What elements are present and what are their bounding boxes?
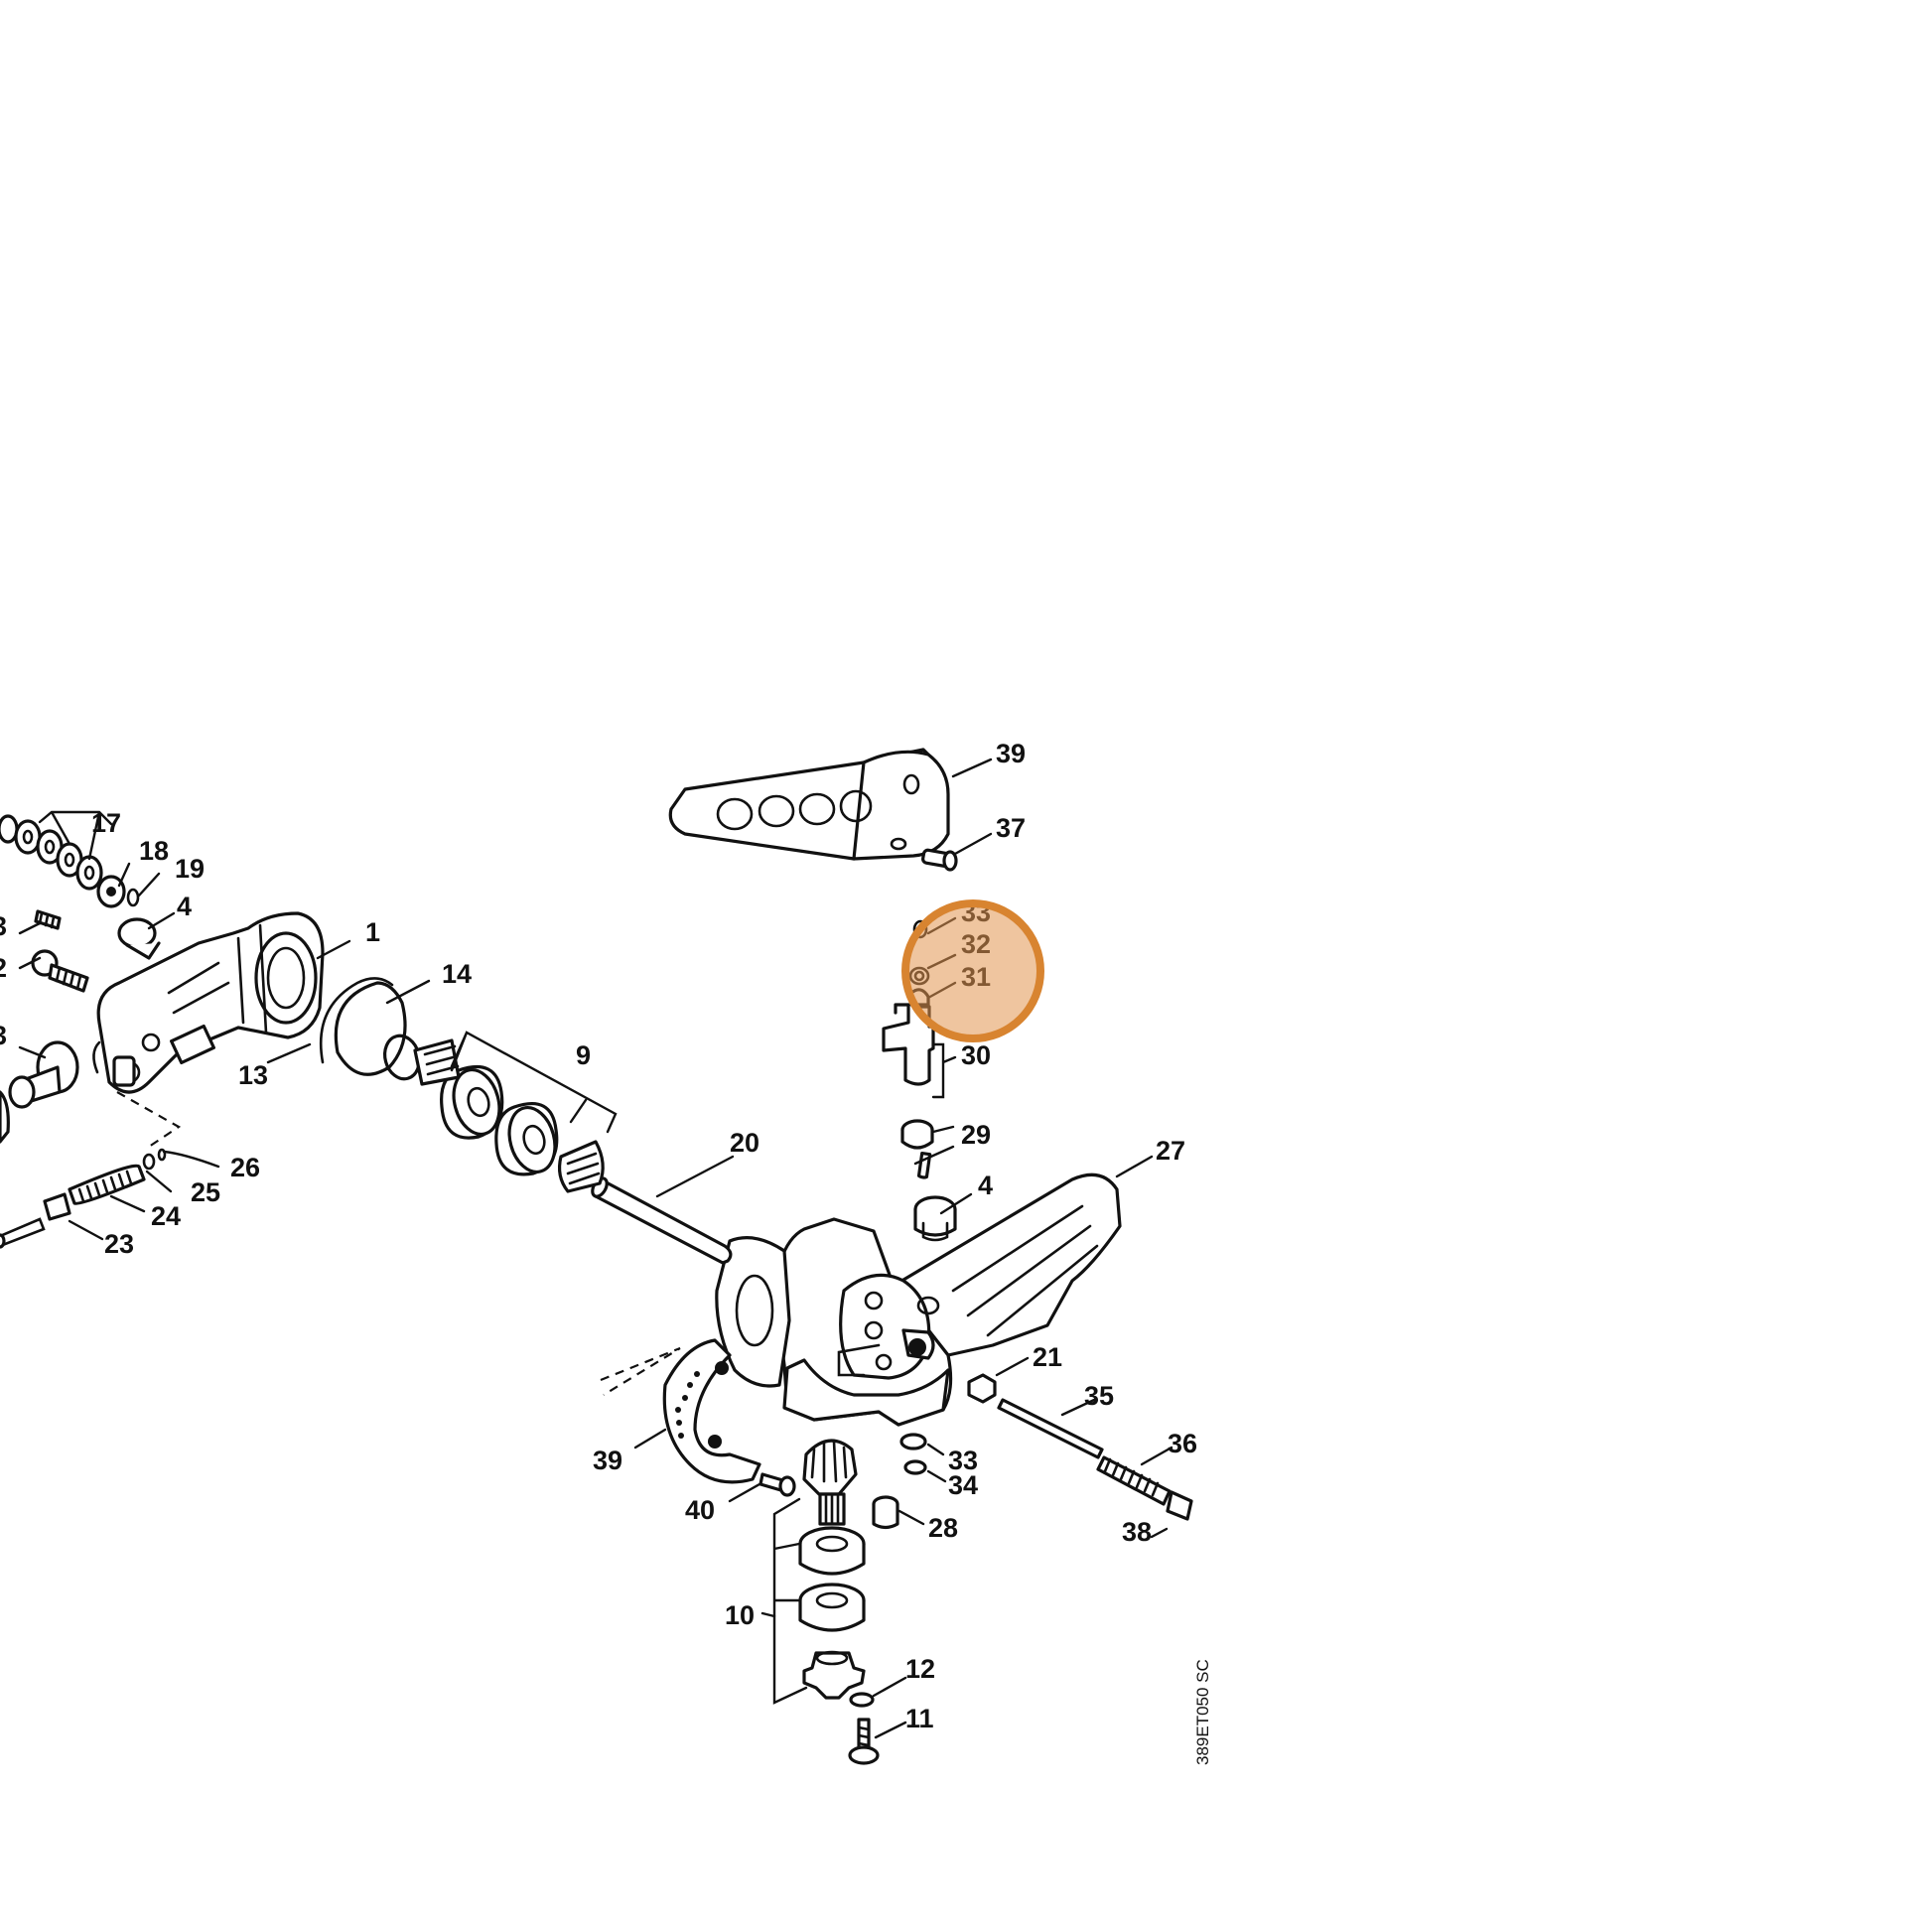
label-33-bottom: 33 — [948, 1446, 978, 1475]
label-10: 10 — [725, 1600, 755, 1630]
label-36: 36 — [1168, 1429, 1197, 1458]
gear-left-part[interactable] — [0, 1040, 79, 1144]
shaft-part[interactable] — [590, 1175, 733, 1265]
pinion-part[interactable] — [380, 1032, 461, 1086]
label-40: 39 — [996, 739, 1026, 768]
label-27: 27 — [1156, 1136, 1185, 1166]
screw-11-part[interactable] — [848, 1718, 880, 1765]
drawing-code: 389ET050 SC — [1193, 1659, 1212, 1765]
washer-34-part[interactable] — [903, 1459, 927, 1475]
label-12: 12 — [905, 1654, 935, 1684]
label-29: 29 — [961, 1120, 991, 1150]
bottom-bevel-gear-part[interactable] — [802, 1439, 858, 1526]
plug-37-part[interactable] — [1166, 1490, 1193, 1521]
leader-lines — [18, 758, 1173, 1739]
screw-left-part[interactable] — [31, 949, 89, 993]
label-4-left: 4 — [177, 892, 192, 921]
label-11: 11 — [905, 1704, 934, 1733]
part-labels: 17 18 19 4 3 2 3 1 14 13 9 20 26 25 24 2… — [0, 739, 1212, 1765]
washer-12-part[interactable] — [849, 1692, 875, 1708]
pin-35-part[interactable] — [997, 1398, 1104, 1459]
label-28: 28 — [928, 1513, 958, 1543]
segment-plate-part[interactable] — [662, 1338, 761, 1484]
plug-left-part[interactable] — [117, 917, 161, 960]
shaft-group[interactable] — [882, 919, 935, 1179]
snap-ring-part[interactable] — [334, 981, 407, 1076]
label-14: 14 — [442, 959, 472, 989]
label-9: 9 — [576, 1040, 591, 1070]
nut-21-part[interactable] — [967, 1373, 997, 1404]
washer-33-part[interactable] — [899, 1433, 927, 1450]
dashed-reference-line — [116, 1091, 182, 1148]
spring-36-part[interactable] — [1096, 1455, 1172, 1506]
snap-ring-edge — [319, 977, 394, 1064]
label-3-mid: 3 — [0, 1021, 7, 1050]
washer-stack-part[interactable] — [0, 814, 140, 908]
label-37: 38 — [1122, 1517, 1152, 1547]
label-4-right: 4 — [978, 1171, 993, 1200]
label-23: 23 — [104, 1229, 134, 1259]
label-17: 17 — [91, 808, 121, 838]
label-1: 1 — [365, 917, 380, 947]
label-3-top: 3 — [0, 911, 7, 941]
label-35: 35 — [1084, 1381, 1114, 1411]
label-20: 20 — [730, 1128, 759, 1158]
bearing-set-part[interactable] — [440, 1064, 605, 1193]
screw-small-part[interactable] — [34, 909, 62, 930]
dashed-reference-line-2 — [600, 1346, 681, 1396]
label-24: 24 — [151, 1201, 181, 1231]
clamp-housing-part[interactable] — [92, 911, 325, 1094]
label-38: 39 — [593, 1446, 622, 1475]
label-39-top: 37 — [996, 813, 1026, 843]
bottom-bearing-set-part[interactable] — [798, 1526, 866, 1632]
sleeve-28-part[interactable] — [872, 1495, 899, 1530]
label-26: 26 — [230, 1153, 260, 1182]
label-19: 19 — [175, 854, 205, 884]
plug-part[interactable] — [913, 1195, 957, 1242]
label-13: 13 — [238, 1060, 268, 1090]
highlight-marker — [901, 899, 1044, 1042]
label-21: 21 — [1033, 1342, 1062, 1372]
spring-group-part[interactable] — [0, 1148, 167, 1249]
gear-housing-part[interactable] — [715, 1173, 1122, 1427]
screw-bottom-part[interactable] — [759, 1472, 796, 1497]
label-34: 34 — [948, 1470, 978, 1500]
label-18: 18 — [139, 836, 169, 866]
lever-part[interactable] — [668, 748, 950, 861]
label-39-bottom: 40 — [685, 1495, 715, 1525]
screw-part[interactable] — [921, 848, 958, 872]
drive-sprocket-part[interactable] — [802, 1650, 866, 1700]
label-30: 30 — [961, 1040, 991, 1070]
label-25: 25 — [191, 1177, 220, 1207]
label-2: 2 — [0, 953, 7, 983]
